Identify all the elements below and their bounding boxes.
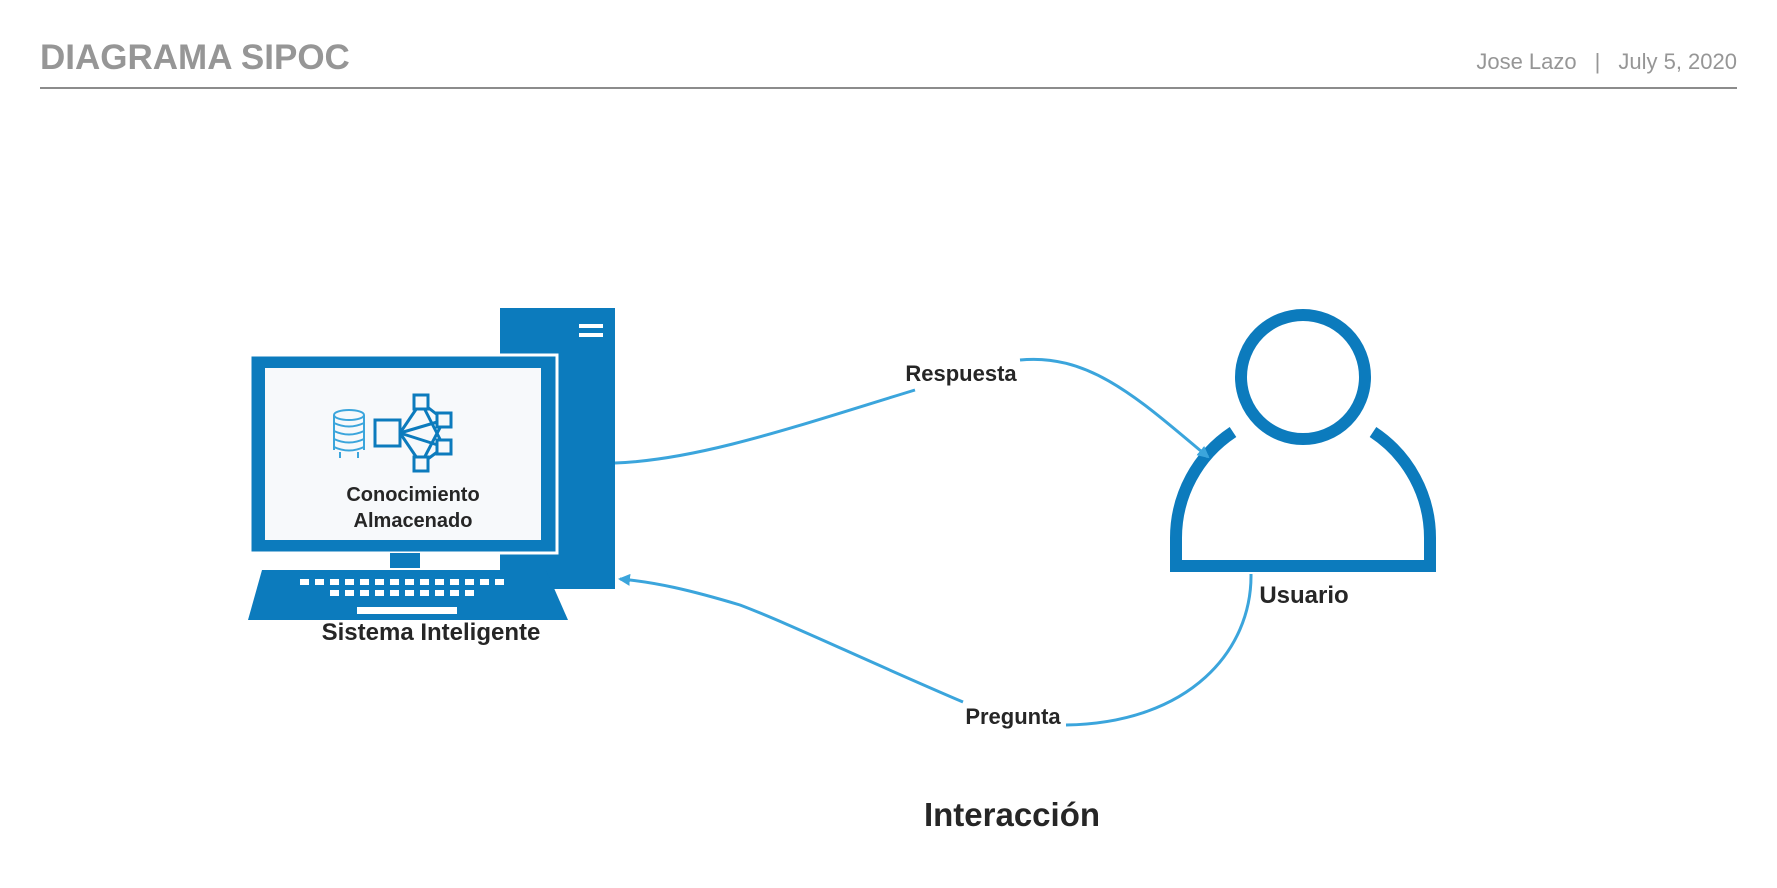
page-title: DIAGRAMA SIPOC (40, 38, 350, 77)
user-label: Usuario (1259, 582, 1348, 609)
response-label: Respuesta (905, 361, 1017, 386)
header-date: July 5, 2020 (1618, 49, 1737, 74)
network-icon (373, 393, 453, 473)
header-meta: Jose Lazo | July 5, 2020 (1476, 48, 1737, 76)
question-arrow-head (618, 573, 964, 704)
knowledge-label-line1: Conocimiento (346, 484, 479, 506)
monitor-screen (265, 368, 541, 540)
author-name: Jose Lazo (1476, 49, 1577, 74)
tower-slot-bottom (579, 333, 603, 337)
monitor-stand (390, 553, 420, 568)
response-arrow-head (1019, 357, 1210, 459)
diagram-caption: Interacción (924, 796, 1100, 833)
knowledge-label-line2: Almacenado (354, 510, 473, 532)
tower-slot-top (579, 324, 603, 328)
user-icon (1170, 309, 1436, 572)
database-icon (333, 409, 365, 458)
question-arrow (1065, 573, 1253, 727)
header-separator: | (1594, 49, 1601, 74)
response-arrow (614, 388, 916, 465)
computer-icon (248, 308, 615, 620)
header-divider (40, 87, 1737, 89)
keyboard-keys (300, 579, 504, 614)
system-label: Sistema Inteligente (322, 619, 541, 646)
question-label: Pregunta (965, 704, 1061, 729)
